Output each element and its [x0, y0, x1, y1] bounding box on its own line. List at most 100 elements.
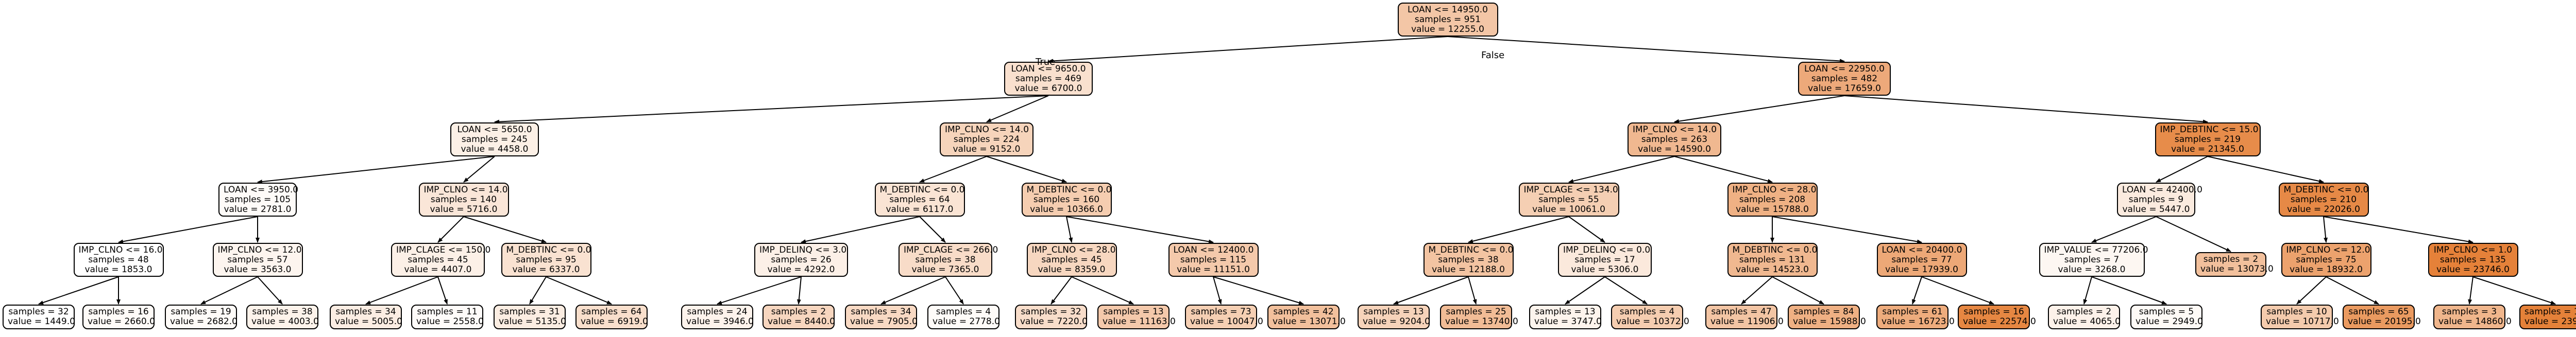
- node-text-line: IMP_DELINQ <= 3.0: [759, 244, 847, 255]
- node-text-line: value = 10366.0: [1030, 204, 1103, 215]
- leaf-node-l29: samples = 132value = 23948.0: [2519, 305, 2576, 329]
- node-text-line: value = 4292.0: [767, 264, 835, 275]
- node-text-line: samples = 219: [2174, 134, 2241, 145]
- edge-n25-l21: [1772, 276, 1824, 305]
- node-text-line: samples = 9: [2128, 194, 2184, 205]
- node-text-line: samples = 61: [1882, 307, 1943, 317]
- node-text-line: LOAN <= 3950.0: [224, 184, 299, 195]
- node-text-line: value = 2781.0: [224, 204, 292, 215]
- edge-n16-l2: [200, 276, 258, 305]
- node-text-line: value = 22574.0: [1963, 316, 2036, 327]
- node-text-line: IMP_CLNO <= 14.0: [423, 184, 508, 195]
- node-text-line: samples = 224: [953, 134, 1020, 145]
- node-text-line: value = 10717.0: [2266, 316, 2339, 327]
- edge-n29-l27: [2326, 276, 2379, 305]
- node-text-line: samples = 57: [227, 254, 288, 265]
- node-text-line: LOAN <= 20400.0: [1882, 244, 1962, 255]
- node-text-line: samples = 140: [430, 194, 497, 205]
- node-text-line: samples = 135: [2439, 254, 2506, 265]
- node-text-line: samples = 38: [915, 254, 976, 265]
- node-text-line: samples = 45: [1041, 254, 1102, 265]
- edge-n18-l7: [546, 276, 612, 305]
- edge-n22-l14: [1213, 276, 1222, 305]
- node-text-line: samples = 2: [2056, 307, 2112, 317]
- edge-n21-l12: [1050, 276, 1072, 305]
- node-text-line: value = 3946.0: [686, 316, 754, 327]
- node-text-line: value = 17659.0: [1808, 83, 1881, 94]
- node-text-line: value = 3563.0: [224, 264, 292, 275]
- node-text-line: samples = 13: [1363, 307, 1424, 317]
- edge-n3-n7: [257, 156, 495, 184]
- node-text-line: value = 18932.0: [2290, 264, 2363, 275]
- node-text-line: value = 2778.0: [933, 316, 1000, 327]
- edge-n20-l11: [945, 276, 964, 305]
- node-text-line: samples = 26: [771, 254, 832, 265]
- edge-n8-n18: [463, 216, 547, 243]
- edge-n21-l13: [1071, 276, 1134, 305]
- edge-n20-l10: [880, 276, 946, 305]
- node-text-line: samples = 25: [1446, 307, 1506, 317]
- node-text-line: value = 3747.0: [1534, 316, 1602, 327]
- node-text-line: M_DEBTINC <= 0.0: [1026, 184, 1112, 195]
- node-text-line: value = 14860.0: [2438, 316, 2512, 327]
- node-text-line: samples = 105: [224, 194, 291, 205]
- node-text-line: value = 6117.0: [886, 204, 954, 215]
- node-text-line: LOAN <= 9650.0: [1011, 63, 1086, 74]
- node-text-line: LOAN <= 42400.0: [2122, 184, 2202, 195]
- edge-n4-n9: [919, 156, 987, 183]
- node-text-line: value = 4065.0: [2053, 316, 2121, 327]
- node-text-line: samples = 32: [1021, 307, 1081, 317]
- edge-n29-l26: [2296, 276, 2327, 305]
- node-text-line: value = 23746.0: [2436, 264, 2510, 275]
- node-text-line: value = 2660.0: [88, 316, 155, 327]
- edge-n26-l22: [1912, 276, 1922, 305]
- edge-n17-l5: [437, 276, 448, 305]
- node-text-line: samples = 469: [1015, 73, 1082, 84]
- node-text-line: samples = 2: [2203, 254, 2259, 264]
- node-text-line: value = 2682.0: [170, 316, 238, 327]
- node-text-line: value = 5005.0: [335, 316, 402, 327]
- edge-n7-n15: [118, 216, 258, 244]
- edge-n4-n10: [986, 156, 1067, 183]
- node-text-line: samples = 160: [1033, 194, 1100, 205]
- node-text-line: M_DEBTINC <= 0.0: [2283, 184, 2369, 195]
- node-text-line: M_DEBTINC <= 0.0: [879, 184, 965, 195]
- node-text-line: samples = 31: [499, 307, 560, 317]
- edge-n19-l9: [796, 276, 802, 305]
- node-text-line: samples = 3: [2442, 307, 2497, 317]
- node-text-line: value = 10047.0: [1190, 316, 1263, 327]
- node-text-line: samples = 11: [417, 307, 478, 317]
- node-text-line: value = 8359.0: [1038, 264, 1106, 275]
- node-text-line: samples = 65: [2348, 307, 2409, 317]
- node-text-line: value = 5135.0: [499, 316, 566, 327]
- node-text-line: IMP_CLAGE <= 134.0: [1523, 184, 1618, 195]
- edge-n3-n8: [463, 156, 495, 183]
- edge-n0-n2: [1447, 36, 1845, 63]
- edge-n5-n12: [1674, 156, 1773, 183]
- node-text-line: value = 4407.0: [404, 264, 472, 275]
- node-text-line: IMP_CLNO <= 28.0: [1732, 184, 1817, 195]
- node-text-line: samples = 10: [2266, 307, 2327, 317]
- node-text-line: samples = 64: [581, 307, 642, 317]
- node-text-line: samples = 24: [687, 307, 748, 317]
- edge-n30-l28: [2468, 276, 2473, 305]
